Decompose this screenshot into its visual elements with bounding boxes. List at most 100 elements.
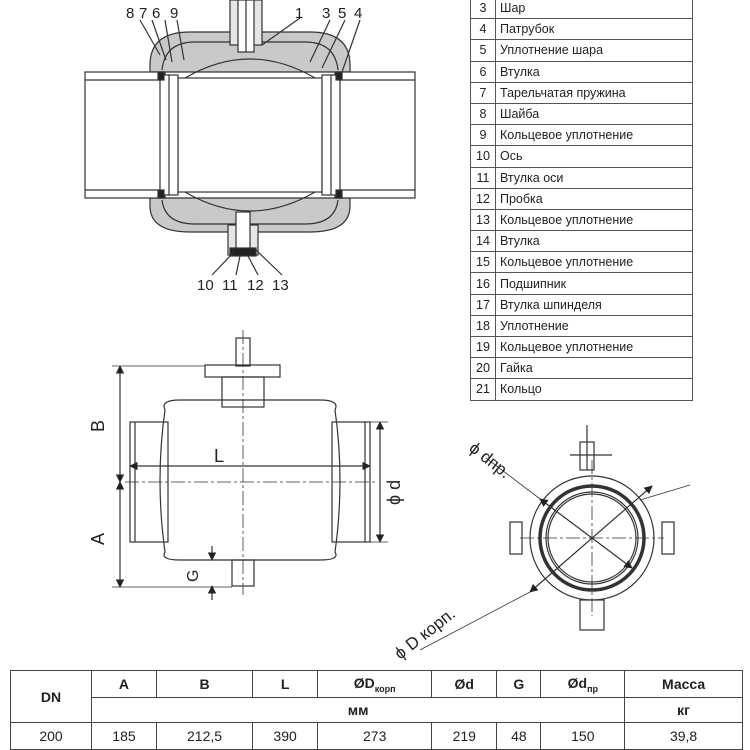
part-name: Патрубок [495, 18, 693, 41]
part-name: Кольцевое уплотнение [495, 335, 693, 359]
callout-9: 9 [170, 5, 178, 22]
callout-12: 12 [247, 277, 264, 294]
part-name: Кольцо [495, 378, 693, 401]
part-name: Кольцевое уплотнение [495, 208, 693, 232]
header-mass: Масса [624, 670, 743, 698]
part-name: Уплотнение шара [495, 39, 693, 62]
dim-label-g: G [185, 570, 202, 582]
dim-label-d: ϕ d [384, 480, 404, 505]
callout-13: 13 [272, 277, 289, 294]
callout-3: 3 [322, 5, 330, 22]
part-name: Шайба [495, 102, 693, 126]
callout-11: 11 [222, 277, 238, 294]
part-name: Тарельчатая пружина [495, 81, 693, 104]
header-dn: DN [10, 670, 92, 723]
callout-7: 7 [139, 5, 147, 22]
part-name: Уплотнение [495, 314, 693, 338]
part-number: 4 [470, 18, 496, 41]
front-view [112, 330, 388, 600]
dimensions-table: DN A B L ØDкорп Ød G Ødпр Масса мм кг 20… [10, 670, 743, 750]
dim-label-dkorp: ϕ D корп. [391, 604, 459, 663]
table-cell: 273 [317, 722, 433, 750]
part-name: Шар [495, 0, 693, 20]
part-number: 16 [470, 272, 496, 295]
table-cell: 39,8 [624, 722, 743, 750]
header-l: L [252, 670, 319, 698]
part-number: 5 [470, 39, 496, 62]
part-name: Втулка шпинделя [495, 293, 693, 316]
part-name: Ось [495, 145, 693, 168]
unit-mm: мм [90, 697, 626, 723]
dim-label-l: L [214, 446, 224, 466]
header-g: G [496, 670, 542, 698]
section-view [84, 0, 416, 276]
part-name: Кольцевое уплотнение [495, 251, 693, 274]
header-d: Ød [431, 670, 498, 698]
part-name: Пробка [495, 187, 693, 210]
unit-kg: кг [624, 697, 743, 723]
table-cell: 150 [540, 722, 626, 750]
part-number: 18 [470, 314, 496, 338]
callout-6: 6 [152, 5, 160, 22]
part-number: 19 [470, 335, 496, 359]
side-view [419, 425, 691, 651]
part-number: 12 [470, 187, 496, 210]
part-name: Втулка оси [495, 166, 693, 189]
callout-10: 10 [197, 277, 214, 294]
part-number: 13 [470, 208, 496, 232]
table-cell: 200 [10, 722, 92, 750]
table-cell: 212,5 [155, 722, 254, 750]
part-number: 11 [470, 166, 496, 189]
dim-label-dpr: ϕ dпр. [466, 438, 515, 482]
callout-5: 5 [338, 5, 346, 22]
part-number: 3 [470, 0, 496, 20]
part-number: 9 [470, 124, 496, 147]
part-number: 10 [470, 145, 496, 168]
header-dkorp: ØDкорп [317, 670, 433, 698]
header-dpr: Ødпр [540, 670, 626, 698]
part-number: 15 [470, 251, 496, 274]
table-cell: 219 [431, 722, 498, 750]
part-number: 21 [470, 378, 496, 401]
table-cell: 48 [496, 722, 542, 750]
part-number: 20 [470, 357, 496, 380]
dim-label-a: A [88, 533, 108, 545]
callout-1: 1 [295, 5, 303, 22]
part-name: Втулка [495, 230, 693, 253]
callout-8: 8 [126, 5, 134, 22]
header-b: B [155, 670, 254, 698]
part-name: Кольцевое уплотнение [495, 124, 693, 147]
part-name: Гайка [495, 357, 693, 380]
table-cell: 185 [91, 722, 157, 750]
header-a: A [91, 670, 157, 698]
dim-label-b: B [88, 420, 108, 432]
part-number: 6 [470, 60, 496, 83]
part-number: 14 [470, 230, 496, 253]
part-name: Втулка [495, 60, 693, 83]
part-number: 7 [470, 81, 496, 104]
part-name: Подшипник [495, 272, 693, 295]
part-number: 8 [470, 102, 496, 126]
